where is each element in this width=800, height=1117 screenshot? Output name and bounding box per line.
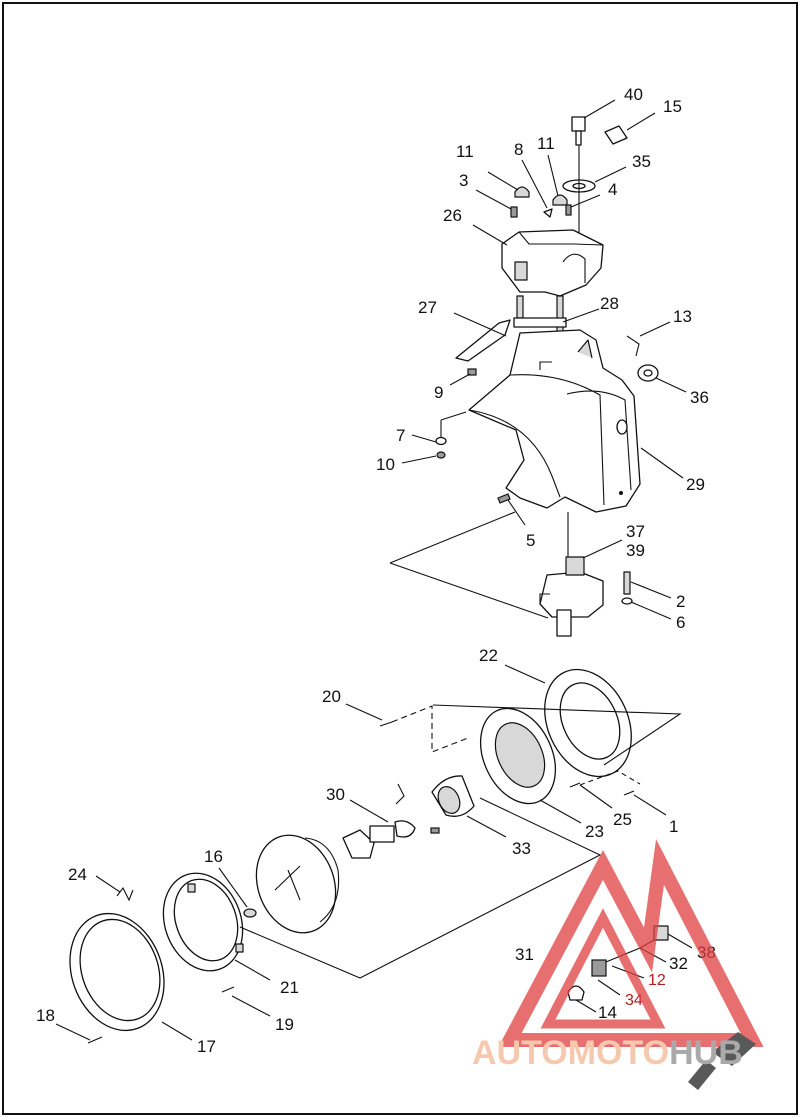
washer-7-nut-10 bbox=[401, 411, 467, 464]
screw-18-part bbox=[55, 1023, 103, 1044]
callout-27: 27 bbox=[418, 298, 437, 317]
callout-40: 40 bbox=[624, 85, 643, 104]
svg-text:AUTOMOTOHUB: AUTOMOTOHUB bbox=[472, 1034, 743, 1072]
callout-32: 32 bbox=[669, 954, 688, 973]
screw-4-part bbox=[565, 194, 601, 216]
callout-36: 36 bbox=[690, 388, 709, 407]
leader-line bbox=[389, 562, 549, 619]
watermark-inner-triangle-icon bbox=[540, 908, 666, 1029]
fairing-assembly bbox=[389, 99, 687, 637]
callout-2: 2 bbox=[676, 592, 685, 611]
ignition-nut-part bbox=[562, 145, 627, 240]
callout-9: 9 bbox=[434, 383, 443, 402]
halogen-bulb-part bbox=[342, 783, 440, 859]
watermark-text-hub: HUB bbox=[669, 1034, 743, 1072]
watermark-text-moto: MOTO bbox=[568, 1034, 669, 1072]
watermark-motorcycle-icon bbox=[688, 1032, 756, 1090]
callout-11-left: 11 bbox=[456, 142, 474, 161]
watermark-triangle-icon bbox=[498, 839, 764, 1047]
leader-line bbox=[239, 797, 602, 979]
acorn-nut-right bbox=[547, 154, 568, 206]
callout-37: 37 bbox=[626, 522, 645, 541]
callout-20: 20 bbox=[322, 687, 341, 706]
headlamp-assembly bbox=[55, 664, 693, 1044]
callout-18: 18 bbox=[36, 1006, 55, 1025]
screw-1-part bbox=[623, 790, 667, 816]
callout-30: 30 bbox=[326, 785, 345, 804]
callout-35: 35 bbox=[632, 152, 651, 171]
leader-line bbox=[432, 704, 682, 766]
grommet-part bbox=[637, 364, 687, 393]
bolt-2-washer-6 bbox=[621, 571, 672, 620]
callout-17: 17 bbox=[197, 1037, 216, 1056]
callout-31: 31 bbox=[515, 945, 534, 964]
callout-22: 22 bbox=[479, 646, 498, 665]
key-part bbox=[571, 99, 616, 146]
screw-3-part bbox=[475, 189, 518, 218]
clip-13-part bbox=[626, 321, 671, 357]
callout-10: 10 bbox=[376, 455, 395, 474]
sealed-beam-part bbox=[255, 834, 340, 934]
callout-21: 21 bbox=[280, 978, 299, 997]
watermark-text-auto: AUTO bbox=[472, 1034, 568, 1072]
screw-25-part bbox=[569, 770, 641, 809]
bulb-adapter-part bbox=[431, 775, 507, 838]
callout-8: 8 bbox=[514, 140, 523, 159]
acorn-nut-left bbox=[487, 171, 530, 198]
trim-ring-part bbox=[69, 912, 193, 1041]
callout-23: 23 bbox=[585, 822, 604, 841]
callout-6: 6 bbox=[676, 613, 685, 632]
trim-strip-left bbox=[453, 312, 511, 362]
callout-29: 29 bbox=[686, 475, 705, 494]
callout-15: 15 bbox=[663, 97, 682, 116]
callout-28: 28 bbox=[600, 294, 619, 313]
fairing-housing-part bbox=[468, 329, 684, 513]
callout-34: 34 bbox=[625, 992, 643, 1009]
callout-4: 4 bbox=[608, 180, 617, 199]
clip-24-part bbox=[95, 875, 134, 902]
callout-14: 14 bbox=[598, 1003, 617, 1022]
callout-12: 12 bbox=[648, 972, 666, 989]
callout-3: 3 bbox=[459, 171, 468, 190]
nut-16-part bbox=[218, 867, 257, 918]
screw-9-part bbox=[449, 368, 477, 386]
screw-5-part bbox=[497, 493, 526, 526]
lower-bracket-part bbox=[539, 539, 623, 637]
watermark-logo: AUTOMOTOHUB bbox=[472, 839, 764, 1090]
callout-11-right: 11 bbox=[537, 134, 555, 153]
screw-19-part bbox=[221, 986, 271, 1017]
callout-24: 24 bbox=[68, 865, 87, 884]
key-tag-part bbox=[604, 112, 656, 145]
upper-bracket-part bbox=[472, 224, 604, 297]
callout-25: 25 bbox=[613, 810, 632, 829]
callout-13: 13 bbox=[673, 307, 692, 326]
callout-5: 5 bbox=[526, 531, 535, 550]
callout-1: 1 bbox=[669, 817, 678, 836]
callout-19: 19 bbox=[275, 1015, 294, 1034]
callout-26: 26 bbox=[443, 206, 462, 225]
callout-16: 16 bbox=[204, 847, 223, 866]
callout-39: 39 bbox=[626, 541, 645, 560]
callout-33: 33 bbox=[512, 839, 531, 858]
screw-8-part bbox=[521, 159, 553, 218]
leader-line bbox=[389, 511, 516, 564]
headlamp-housing-part bbox=[479, 707, 582, 824]
callout-7: 7 bbox=[396, 426, 405, 445]
screw-20-part bbox=[345, 703, 469, 753]
retaining-ring-part bbox=[162, 872, 271, 981]
mounting-ring-part bbox=[504, 664, 632, 778]
